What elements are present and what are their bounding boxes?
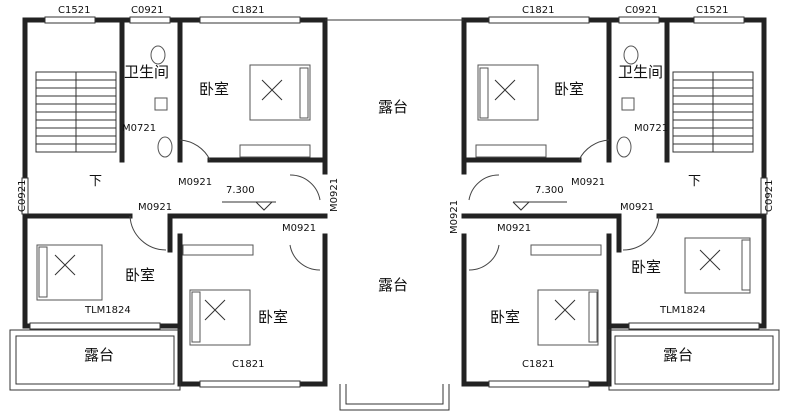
door-code-m0921-vertical-left: M0921 [329, 177, 340, 212]
window-code-c0921-right: C0921 [625, 5, 658, 16]
doors [129, 139, 660, 271]
bathroom-fixtures [150, 45, 639, 158]
window-code-c1821-bottom-left: C1821 [232, 359, 265, 370]
room-label-bedroom-5: 卧室 [258, 308, 289, 326]
window-code-c0921-left: C0921 [131, 5, 164, 16]
room-label-bedroom-2: 卧室 [554, 80, 585, 98]
door-code-m0921-vertical-right: M0921 [449, 199, 460, 234]
elevation-label-right: 7.300 [535, 185, 564, 196]
door-code-m0921-5: M0921 [282, 223, 317, 234]
wardrobes [182, 144, 602, 256]
stair-down-label-left: 下 [89, 174, 103, 189]
window-code-c1821-bottom-right: C1821 [522, 359, 555, 370]
room-label-bedroom-4: 卧室 [631, 258, 662, 276]
door-code-m0721-left: M0721 [122, 123, 157, 134]
window-code-c1521-right: C1521 [696, 5, 729, 16]
elevation-label-left: 7.300 [226, 185, 255, 196]
balconies [9, 19, 780, 411]
stairs [35, 71, 754, 153]
room-label-balcony-top: 露台 [378, 98, 409, 116]
room-label-balcony-right: 露台 [663, 346, 694, 364]
room-label-balcony-center: 露台 [378, 276, 409, 294]
door-code-m0921-6: M0921 [497, 223, 532, 234]
door-code-m0921-1: M0921 [178, 177, 213, 188]
door-code-m0921-3: M0921 [138, 202, 173, 213]
window-code-c1821-top-right: C1821 [522, 5, 555, 16]
door-code-tlm1824-right: TLM1824 [660, 305, 706, 316]
windows [21, 16, 768, 388]
door-code-m0921-4: M0921 [620, 202, 655, 213]
window-code-c0921-side-right: C0921 [764, 179, 775, 212]
window-code-c1821-top-left: C1821 [232, 5, 265, 16]
room-label-bedroom-6: 卧室 [490, 308, 521, 326]
door-code-tlm1824-left: TLM1824 [85, 305, 131, 316]
room-label-bedroom-1: 卧室 [199, 80, 230, 98]
beds [36, 64, 751, 346]
room-label-bedroom-3: 卧室 [125, 266, 156, 284]
room-label-bathroom-1: 卫生间 [124, 63, 170, 81]
room-label-bathroom-2: 卫生间 [618, 63, 664, 81]
stair-down-label-right: 下 [688, 174, 702, 189]
elevation-markers [222, 201, 567, 211]
door-code-m0721-right: M0721 [634, 123, 669, 134]
window-code-c0921-side-left: C0921 [17, 179, 28, 212]
door-code-m0921-2: M0921 [571, 177, 606, 188]
window-code-c1521-left: C1521 [58, 5, 91, 16]
room-label-balcony-left: 露台 [84, 346, 115, 364]
